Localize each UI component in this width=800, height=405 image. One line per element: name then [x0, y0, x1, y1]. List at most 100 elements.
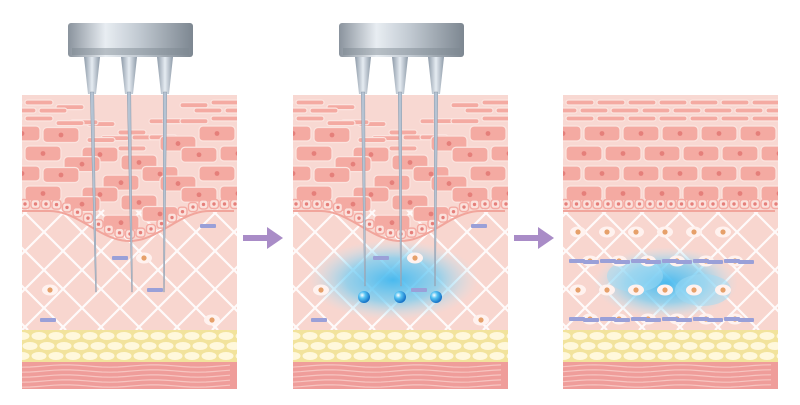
cell-nucleus — [329, 132, 335, 138]
basal-nucleus — [574, 202, 579, 206]
collagen-fiber — [662, 259, 678, 263]
skin-cross-section — [563, 95, 778, 389]
fiber-line — [211, 303, 237, 331]
epidermis-cell — [22, 187, 23, 200]
needle-hub — [84, 57, 100, 94]
epidermis-cell — [490, 185, 508, 202]
fat-cell — [606, 352, 622, 360]
fat-cell — [235, 353, 237, 359]
basal-nucleus — [96, 222, 101, 226]
fiber-line — [482, 303, 508, 331]
fat-cell — [395, 342, 411, 350]
fat-cell — [657, 352, 673, 360]
collagen-fiber — [569, 259, 585, 263]
fat-cell — [175, 342, 191, 350]
epidermis-cell — [563, 100, 564, 105]
dermal-cells — [40, 224, 220, 326]
epidermis-cell — [464, 107, 494, 114]
cell-nucleus — [214, 131, 220, 136]
fat-cell — [699, 342, 715, 350]
cell-nucleus — [254, 131, 259, 136]
fat-cell — [319, 352, 335, 360]
fat-cell — [742, 332, 758, 340]
fat-cell — [48, 332, 64, 340]
fat-cell — [463, 342, 479, 350]
epidermis-cell — [495, 107, 508, 114]
basal-nucleus — [294, 202, 298, 206]
fat-cells — [293, 332, 508, 360]
epidermis-cell — [238, 126, 274, 141]
epidermis-cell — [219, 185, 237, 202]
basal-nucleus — [388, 231, 393, 235]
fat-cell — [404, 332, 420, 340]
collagen-fiber — [707, 260, 723, 264]
fat-cell — [776, 333, 778, 339]
fat-cell — [631, 342, 647, 350]
epidermis-cell — [259, 186, 295, 201]
cell-nucleus — [659, 191, 665, 196]
fat-cell — [31, 332, 47, 340]
cell-nucleus — [599, 171, 605, 176]
fat-cell — [370, 352, 386, 360]
cell-nucleus — [2, 191, 7, 196]
needle-hub — [157, 57, 173, 94]
fat-cell — [725, 352, 741, 360]
muscle-fiber — [563, 384, 772, 388]
fat-cell — [489, 332, 505, 340]
fat-cell — [640, 352, 656, 360]
cell-nucleus — [118, 220, 124, 226]
cell-nucleus — [350, 201, 356, 207]
basal-nucleus — [233, 202, 237, 206]
fiber-line — [752, 303, 778, 331]
basal-nucleus — [742, 202, 747, 206]
skin-panel-2 — [293, 23, 566, 389]
cell-nucleus — [22, 171, 25, 176]
epidermis-cell — [293, 187, 294, 200]
microneedle — [360, 91, 366, 287]
fat-cell — [353, 352, 369, 360]
collagen-fiber — [738, 260, 754, 264]
basal-nucleus — [595, 202, 600, 206]
epidermis-cell — [513, 116, 541, 121]
epidermis-cell — [22, 107, 37, 114]
arrow-shaft — [243, 235, 269, 241]
cell-nucleus — [581, 151, 587, 156]
cell-nucleus — [581, 191, 587, 196]
microneedle — [397, 91, 403, 287]
cell-nucleus — [293, 171, 296, 176]
cell-nucleus — [525, 131, 530, 136]
epidermis-cell — [293, 100, 294, 105]
fat-cell — [192, 342, 208, 350]
needle-hub — [428, 57, 444, 94]
epidermis-cell — [530, 186, 566, 201]
fat-cell — [90, 342, 106, 350]
epidermis-cell — [179, 102, 209, 109]
cell-nucleus — [235, 151, 237, 156]
collagen-fiber — [676, 260, 692, 264]
microneedle — [126, 91, 133, 293]
epidermis-cell — [672, 107, 702, 114]
fat-cell — [759, 332, 775, 340]
fibroblast-nucleus — [604, 229, 610, 235]
epidermis-cell — [527, 108, 555, 113]
fat-cell — [446, 342, 462, 350]
fat-cell — [489, 352, 505, 360]
fat-cell — [614, 342, 630, 350]
basal-nucleus — [606, 202, 610, 206]
muscle-fiber — [563, 364, 772, 368]
epidermis-cell — [117, 129, 147, 136]
collagen-fiber — [724, 317, 740, 321]
basal-nucleus — [648, 202, 652, 206]
collagen-fiber — [600, 259, 616, 263]
basal-nucleus — [54, 202, 59, 207]
fat-cell — [421, 332, 437, 340]
cell-nucleus — [485, 171, 491, 176]
fat-cell — [82, 332, 98, 340]
epidermis-cell — [210, 99, 237, 106]
fat-cell — [167, 352, 183, 360]
fat-cell — [65, 332, 81, 340]
cell-nucleus — [755, 171, 761, 176]
epidermis-cell — [689, 115, 719, 122]
collagen-fiber — [40, 318, 56, 322]
